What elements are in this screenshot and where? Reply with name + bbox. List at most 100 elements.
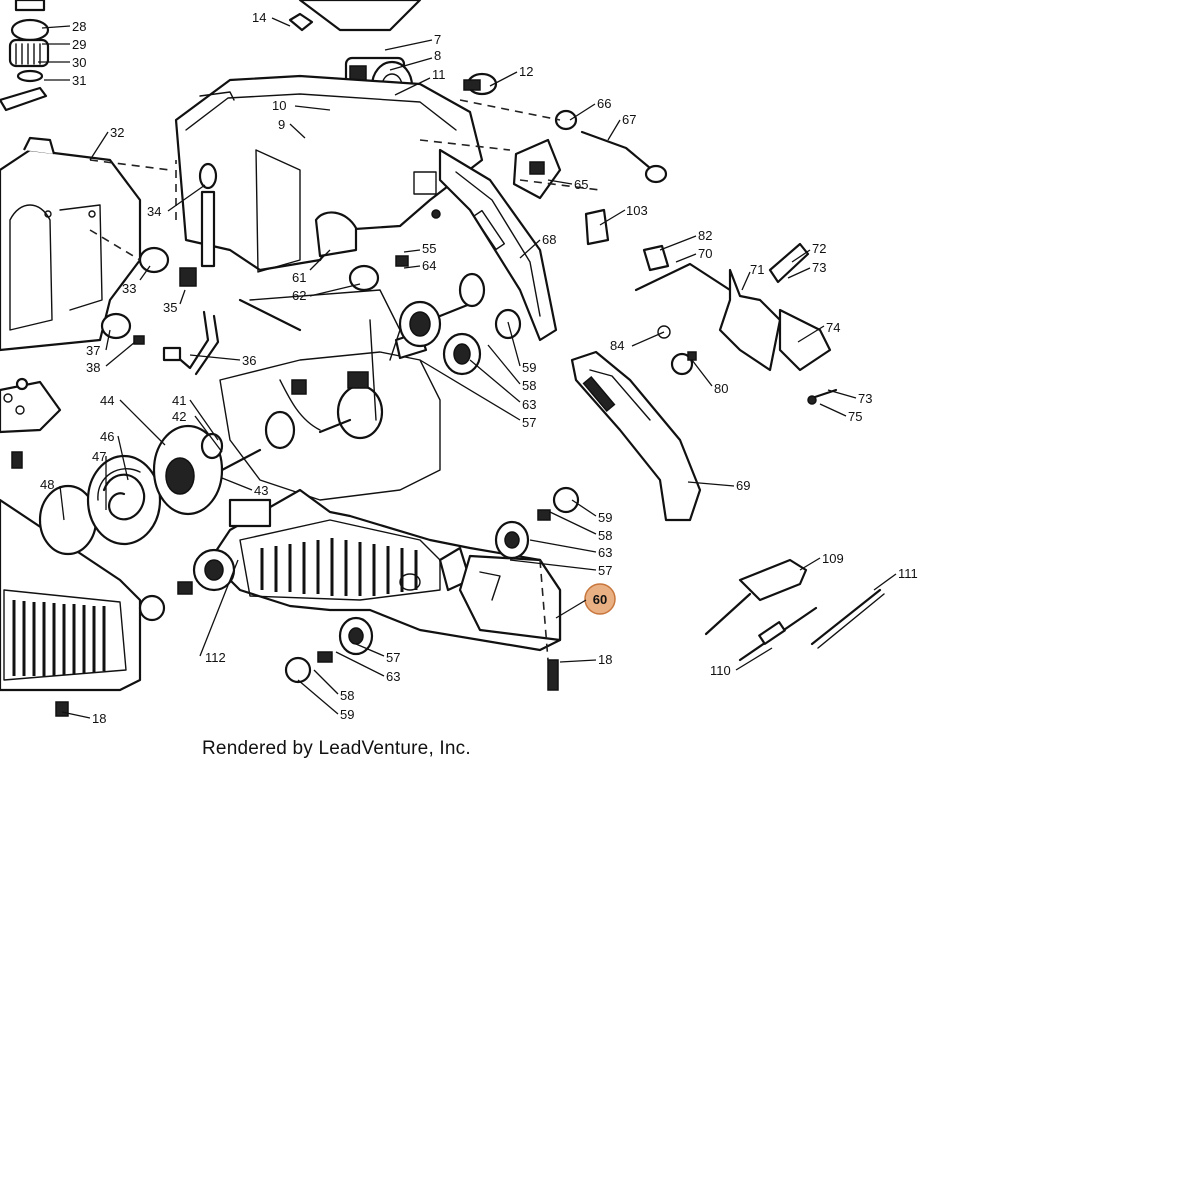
callout-10: 10 <box>272 98 331 113</box>
callout-leader <box>189 399 219 441</box>
callout-label: 111 <box>898 566 918 581</box>
callout-67: 67 <box>607 112 636 141</box>
highlight-circle[interactable] <box>584 583 616 615</box>
callout-leader <box>189 354 241 361</box>
callout-59b: 59 <box>571 499 612 525</box>
callout-71: 71 <box>741 262 764 291</box>
callout-label: 63 <box>598 545 612 560</box>
callout-leader <box>819 403 847 417</box>
callout-label: 70 <box>698 246 712 261</box>
callout-label: 68 <box>542 232 556 247</box>
callout-leader <box>631 331 665 347</box>
callout-leader <box>89 131 109 161</box>
callout-label: 66 <box>597 96 611 111</box>
callout-18b: 18 <box>61 711 106 726</box>
callout-48: 48 <box>40 477 65 521</box>
callout-label: 64 <box>422 258 436 273</box>
callout-leader <box>607 119 621 141</box>
callout-label: 59 <box>598 510 612 525</box>
callout-label: 61 <box>292 270 306 285</box>
callout-leader <box>787 267 811 279</box>
callout-leader <box>199 559 239 657</box>
callout-label: 58 <box>598 528 612 543</box>
callout-leader <box>549 511 597 535</box>
callout-leader <box>117 435 129 481</box>
callout-leader <box>469 359 521 403</box>
callout-label: 57 <box>386 650 400 665</box>
callout-leader <box>547 179 573 185</box>
callout-63: 63 <box>469 359 536 412</box>
callout-9: 9 <box>278 117 306 139</box>
callout-leader <box>105 329 111 351</box>
callout-34: 34 <box>147 184 206 219</box>
callout-label: 12 <box>519 64 533 79</box>
callout-leader <box>41 25 71 29</box>
callout-leader <box>355 643 385 657</box>
callout-leader <box>687 481 735 487</box>
callout-leader <box>507 321 521 367</box>
callout-leader <box>675 253 697 263</box>
callout-leader <box>509 559 597 571</box>
callout-leader <box>309 249 331 271</box>
callout-68: 68 <box>519 232 556 259</box>
callout-42: 42 <box>172 409 223 453</box>
callout-38: 38 <box>86 341 136 375</box>
callout-75: 75 <box>819 403 862 424</box>
callout-leader <box>735 647 773 671</box>
callout-leader <box>294 105 331 111</box>
callout-label: 35 <box>163 300 177 315</box>
callout-109: 109 <box>799 551 844 571</box>
callout-label: 34 <box>147 204 161 219</box>
callout-31: 31 <box>44 73 86 88</box>
callout-leader <box>529 539 597 553</box>
callout-label: 33 <box>122 281 136 296</box>
callout-leader <box>489 71 518 87</box>
callout-46: 46 <box>100 429 129 481</box>
callout-37: 37 <box>86 329 111 358</box>
callout-leader <box>179 289 186 305</box>
callout-leader <box>559 659 597 663</box>
callout-label: 38 <box>86 360 100 375</box>
callout-12: 12 <box>489 64 533 87</box>
highlighted-part-number[interactable]: 60 <box>593 592 607 607</box>
callout-36: 36 <box>189 353 256 368</box>
callout-label: 10 <box>272 98 286 113</box>
callout-32: 32 <box>89 125 124 161</box>
callout-leader <box>873 573 897 591</box>
callout-label: 43 <box>254 483 268 498</box>
highlight-marker[interactable]: 60 <box>555 583 616 619</box>
callout-110: 110 <box>710 647 773 678</box>
callout-label: 42 <box>172 409 186 424</box>
callout-61: 61 <box>292 249 331 285</box>
callout-43: 43 <box>221 477 268 498</box>
credit-text: Rendered by LeadVenture, Inc. <box>202 738 471 759</box>
callout-18: 18 <box>559 652 612 667</box>
callout-label: 18 <box>598 652 612 667</box>
callout-44: 44 <box>100 393 166 446</box>
callout-72: 72 <box>791 241 826 263</box>
callout-label: 30 <box>72 55 86 70</box>
callout-leader <box>403 265 421 269</box>
callout-leader <box>389 57 433 71</box>
callout-leader <box>309 283 361 297</box>
callout-label: 7 <box>434 32 441 47</box>
callout-35: 35 <box>163 289 186 315</box>
callout-leader <box>659 235 697 251</box>
callout-label: 58 <box>522 378 536 393</box>
callout-63b: 63 <box>529 539 612 560</box>
callout-62: 62 <box>292 283 361 303</box>
assembly-dashed-lines <box>89 99 601 261</box>
callout-103: 103 <box>599 203 648 226</box>
callout-80: 80 <box>691 359 728 396</box>
tools <box>704 558 885 662</box>
bottom-chassis-plate <box>208 488 562 652</box>
handle-bracket-68 <box>438 148 558 342</box>
callout-leader <box>799 557 821 571</box>
anti-vibration-mounts-bottom <box>138 486 580 691</box>
callout-leader <box>403 249 421 253</box>
callout-label: 71 <box>750 262 764 277</box>
callout-label: 69 <box>736 478 750 493</box>
callout-leader <box>599 209 626 226</box>
callout-label: 65 <box>574 177 588 192</box>
